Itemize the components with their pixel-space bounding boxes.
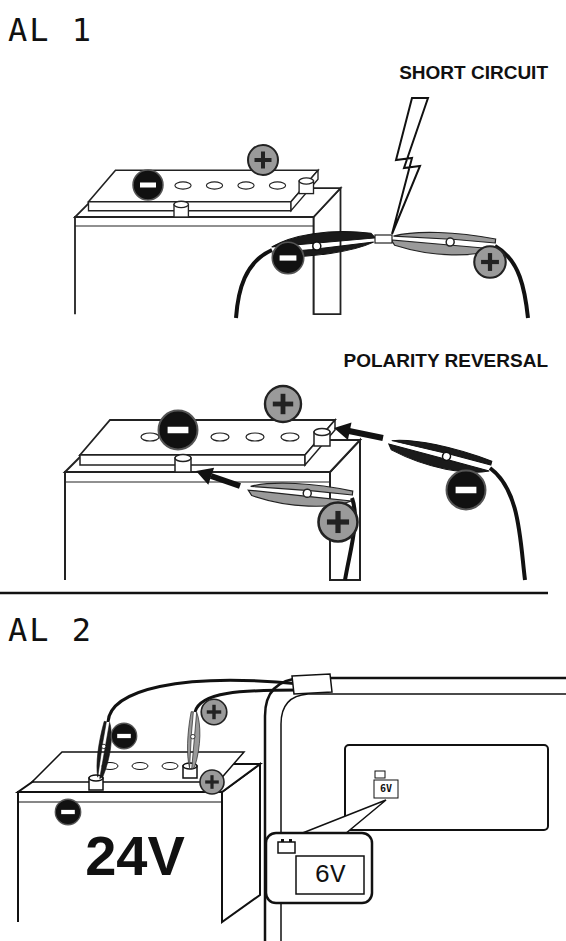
charger-housing	[265, 678, 566, 941]
display-value-box	[374, 780, 398, 798]
black-clamp	[93, 721, 115, 779]
minus-symbol	[272, 242, 304, 274]
minus-symbol	[447, 471, 486, 510]
minus-symbol	[159, 411, 198, 450]
contact-spark-point	[375, 235, 392, 243]
plus-symbol	[319, 503, 358, 542]
plus-symbol	[201, 699, 227, 725]
display-reading: 6V	[380, 784, 392, 794]
battery-rim-line	[18, 801, 222, 802]
minus-symbol	[111, 723, 137, 749]
zoom-callout	[266, 833, 372, 903]
wrong-voltage-scene	[18, 674, 566, 941]
plus-symbol	[200, 770, 224, 794]
plus-symbol	[474, 246, 506, 278]
arrow-head	[334, 422, 352, 440]
plus-symbol	[248, 145, 278, 175]
alarm-caption: POLARITY REVERSAL	[344, 350, 548, 372]
battery-voltage: 24V	[85, 828, 185, 884]
display-reading: 6V	[314, 862, 345, 888]
alarm-code: AL 2	[8, 612, 93, 649]
cell-cap	[132, 763, 148, 770]
charger-display	[345, 745, 548, 830]
lightning-bolt	[392, 98, 428, 234]
alarm-caption: SHORT CIRCUIT	[399, 62, 548, 84]
arrow-head	[196, 468, 214, 485]
callout-pointer	[300, 800, 386, 834]
minus-symbol	[55, 799, 81, 825]
callout-value-box	[296, 856, 364, 894]
black-cable	[490, 468, 525, 580]
minus-symbol	[133, 170, 163, 200]
short-circuit-scene	[75, 98, 528, 318]
callout-battery-icon	[278, 842, 295, 853]
grey-clamp	[185, 712, 202, 770]
cable-strain-relief	[292, 674, 332, 694]
battery	[65, 420, 360, 580]
plus-symbol	[265, 386, 301, 422]
polarity-reversal-scene	[65, 386, 525, 580]
display-battery-icon	[375, 771, 385, 778]
cell-cap	[162, 763, 178, 770]
battery-front	[18, 792, 222, 922]
arrow-shaft	[349, 431, 383, 438]
callout-battery-pole	[281, 839, 284, 842]
section-divider	[0, 592, 548, 595]
black-cable	[236, 250, 272, 318]
alarm-code: AL 1	[8, 12, 93, 49]
arrow-shaft	[211, 476, 240, 486]
callout-battery-pole	[289, 839, 292, 842]
